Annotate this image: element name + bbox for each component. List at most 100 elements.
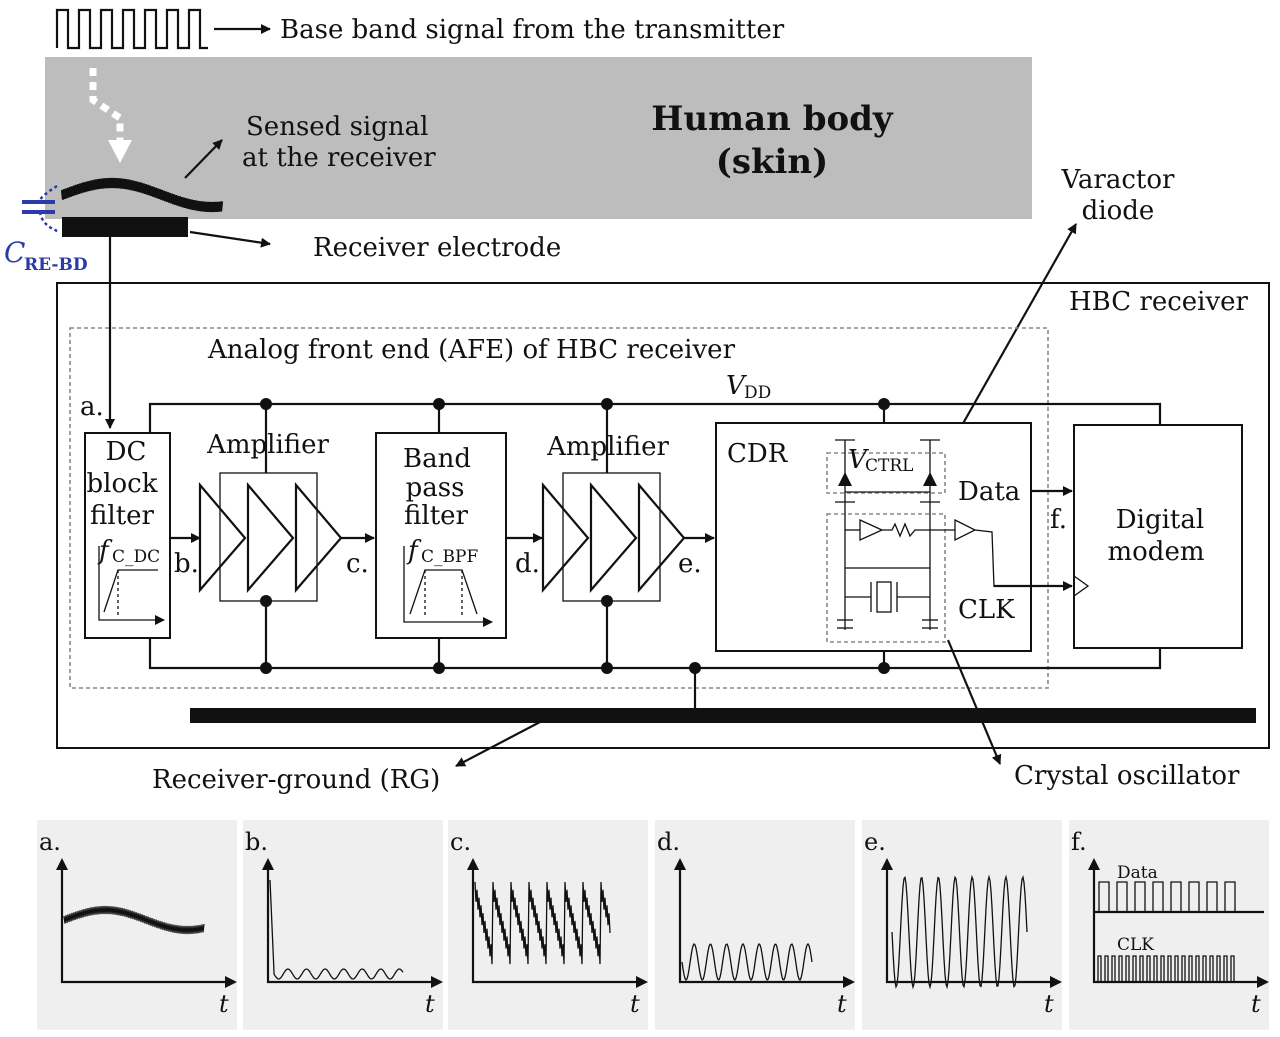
cdr-circuit <box>835 439 995 630</box>
time-axis-label: t <box>630 990 640 1018</box>
vctrl-subscript: CTRL <box>865 456 913 476</box>
node-a-label: a. <box>80 392 104 422</box>
fc-bpf-subscript: C_BPF <box>421 547 478 567</box>
junction <box>601 595 613 607</box>
node-e-label: e. <box>678 549 702 579</box>
dc-block-line2: block <box>87 469 158 499</box>
panel-label: e. <box>864 828 886 856</box>
dc-block-line1: DC <box>106 437 147 467</box>
varactor-label-line1: Varactor <box>1061 165 1175 195</box>
bpf-curve <box>409 569 478 615</box>
varactor-label-line2: diode <box>1082 196 1155 226</box>
rg-arrow <box>455 721 541 767</box>
sensed-label-line2: at the receiver <box>242 143 436 173</box>
panel-clk-label: CLK <box>1117 935 1154 955</box>
varactor-arrow <box>947 223 1077 451</box>
hbc-receiver-label: HBC receiver <box>1069 287 1249 317</box>
crystal-oscillator-label: Crystal oscillator <box>1014 761 1240 791</box>
vdd-label: V <box>726 371 747 401</box>
junction <box>433 662 445 674</box>
vctrl-label: V <box>848 445 869 475</box>
junction <box>260 595 272 607</box>
cdr-label: CDR <box>727 439 789 469</box>
panel-label: d. <box>657 828 680 856</box>
dc-filter-axes <box>98 546 165 625</box>
waveform-panel: d.t <box>655 820 855 1030</box>
panel-label: c. <box>450 828 471 856</box>
sensed-arrow <box>184 139 223 179</box>
junction <box>878 662 890 674</box>
coupling-arrowhead <box>108 140 132 163</box>
junction <box>260 662 272 674</box>
data-trace <box>1094 881 1236 913</box>
panel-axes <box>471 865 643 984</box>
node-d-label: d. <box>515 549 540 579</box>
c-re-bd-subscript: RE-BD <box>24 255 88 275</box>
dc-block-line3: filter <box>90 501 154 531</box>
time-axis-label: t <box>1044 990 1054 1018</box>
amplifier1-label: Amplifier <box>206 430 329 460</box>
clk-label: CLK <box>958 595 1015 625</box>
digital-modem-line2: modem <box>1108 537 1205 567</box>
waveform-panel: c. t <box>448 820 648 1030</box>
human-body-subtitle: (skin) <box>716 142 829 182</box>
time-axis-label: t <box>1251 990 1261 1018</box>
waveform-panel: b.t <box>243 820 443 1030</box>
junction <box>878 398 890 410</box>
panel-axes <box>885 865 1057 984</box>
y-axis-arrowhead <box>56 858 68 870</box>
vdd-subscript: DD <box>744 383 771 403</box>
vdd-rail <box>148 402 1162 433</box>
coupling-path <box>89 68 124 140</box>
clk-trace <box>1094 955 1235 983</box>
panel-label: a. <box>39 828 61 856</box>
x-axis-arrowhead <box>636 976 648 988</box>
x-axis-arrowhead <box>1257 976 1269 988</box>
amplifier1-stages <box>198 482 343 593</box>
panel-data-label: Data <box>1117 863 1158 883</box>
signal-trace <box>681 942 813 982</box>
clock-input-marker <box>1073 575 1090 597</box>
waveform-panel: e. t <box>862 820 1062 1030</box>
sensed-label-line1: Sensed signal <box>246 112 428 142</box>
bpf-line1: Band <box>403 444 471 474</box>
crystal-dashed-box <box>826 513 946 643</box>
human-body-band <box>45 57 1032 219</box>
y-axis-arrowhead <box>1088 858 1100 870</box>
junction <box>601 662 613 674</box>
sensed-signal-wave <box>60 177 224 213</box>
x-axis-arrowhead <box>225 976 237 988</box>
panel-axes <box>60 865 232 984</box>
band-pass-filter <box>375 432 507 639</box>
baseband-square-wave <box>55 8 208 50</box>
electrode-arrow <box>189 230 271 248</box>
amplifier2-stages <box>541 482 686 593</box>
panel-axes <box>266 865 438 984</box>
bpf-axes <box>403 546 493 627</box>
receiver-electrode-label: Receiver electrode <box>313 233 561 263</box>
afe-box <box>69 327 1049 689</box>
junction <box>260 398 272 410</box>
waveform-panel: a.t <box>37 820 237 1030</box>
junction <box>433 398 445 410</box>
node-c-label: c. <box>346 549 369 579</box>
bpf-line3: filter <box>404 501 468 531</box>
digital-modem <box>1073 424 1243 649</box>
node-b-label: b. <box>174 549 199 579</box>
junction <box>601 398 613 410</box>
panel-axes <box>678 865 850 984</box>
y-axis-arrowhead <box>674 858 686 870</box>
panel-label: f. <box>1071 828 1087 856</box>
crystal-arrow <box>946 639 1002 765</box>
panel-background <box>1069 820 1269 1030</box>
receiver-ground-bar <box>190 708 1256 723</box>
node-f-label: f. <box>1050 505 1067 535</box>
x-axis-arrowhead <box>1050 976 1062 988</box>
time-axis-label: t <box>425 990 435 1018</box>
varactor-dashed-box <box>826 452 946 494</box>
receiver-ground-label: Receiver-ground (RG) <box>152 765 440 795</box>
data-label: Data <box>958 477 1020 507</box>
